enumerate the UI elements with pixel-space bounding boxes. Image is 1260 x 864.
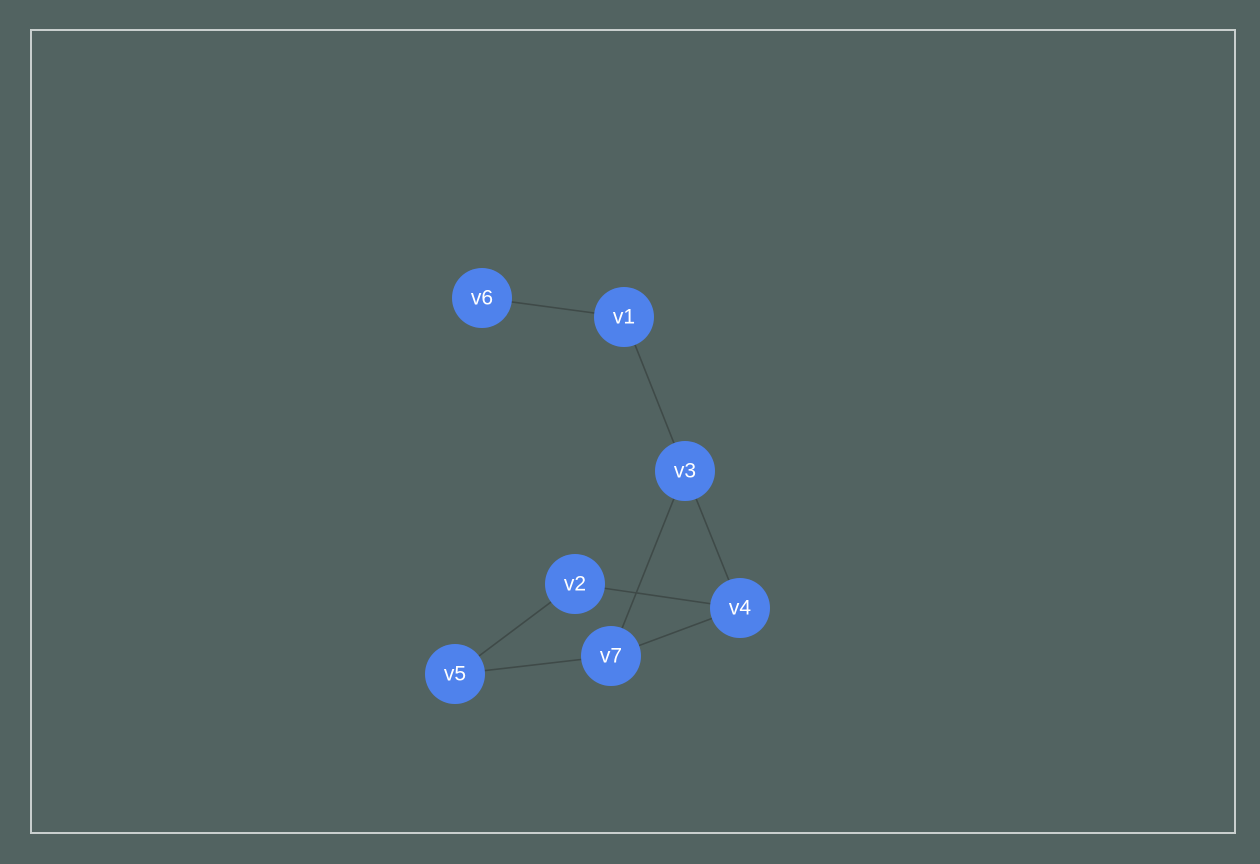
node-label-v5: v5 xyxy=(444,663,466,686)
node-v3: v3 xyxy=(655,441,715,501)
node-circle-v6 xyxy=(452,268,512,328)
node-circle-v3 xyxy=(655,441,715,501)
node-v1: v1 xyxy=(594,287,654,347)
node-v5: v5 xyxy=(425,644,485,704)
diagram-frame xyxy=(30,29,1236,834)
node-v6: v6 xyxy=(452,268,512,328)
node-label-v3: v3 xyxy=(674,460,696,483)
node-circle-v4 xyxy=(710,578,770,638)
node-label-v4: v4 xyxy=(729,597,752,620)
node-label-v2: v2 xyxy=(564,573,586,596)
node-v7: v7 xyxy=(581,626,641,686)
node-circle-v1 xyxy=(594,287,654,347)
edge-v3-v7 xyxy=(610,470,686,657)
nodes-layer: v1 v2 v3 v4 v5 v6 v7 xyxy=(425,268,770,704)
node-label-v6: v6 xyxy=(471,287,493,310)
node-circle-v2 xyxy=(545,554,605,614)
node-circle-v5 xyxy=(425,644,485,704)
node-v4: v4 xyxy=(710,578,770,638)
node-circle-v7 xyxy=(581,626,641,686)
node-label-v1: v1 xyxy=(613,306,635,329)
node-v2: v2 xyxy=(545,554,605,614)
node-label-v7: v7 xyxy=(600,645,622,668)
